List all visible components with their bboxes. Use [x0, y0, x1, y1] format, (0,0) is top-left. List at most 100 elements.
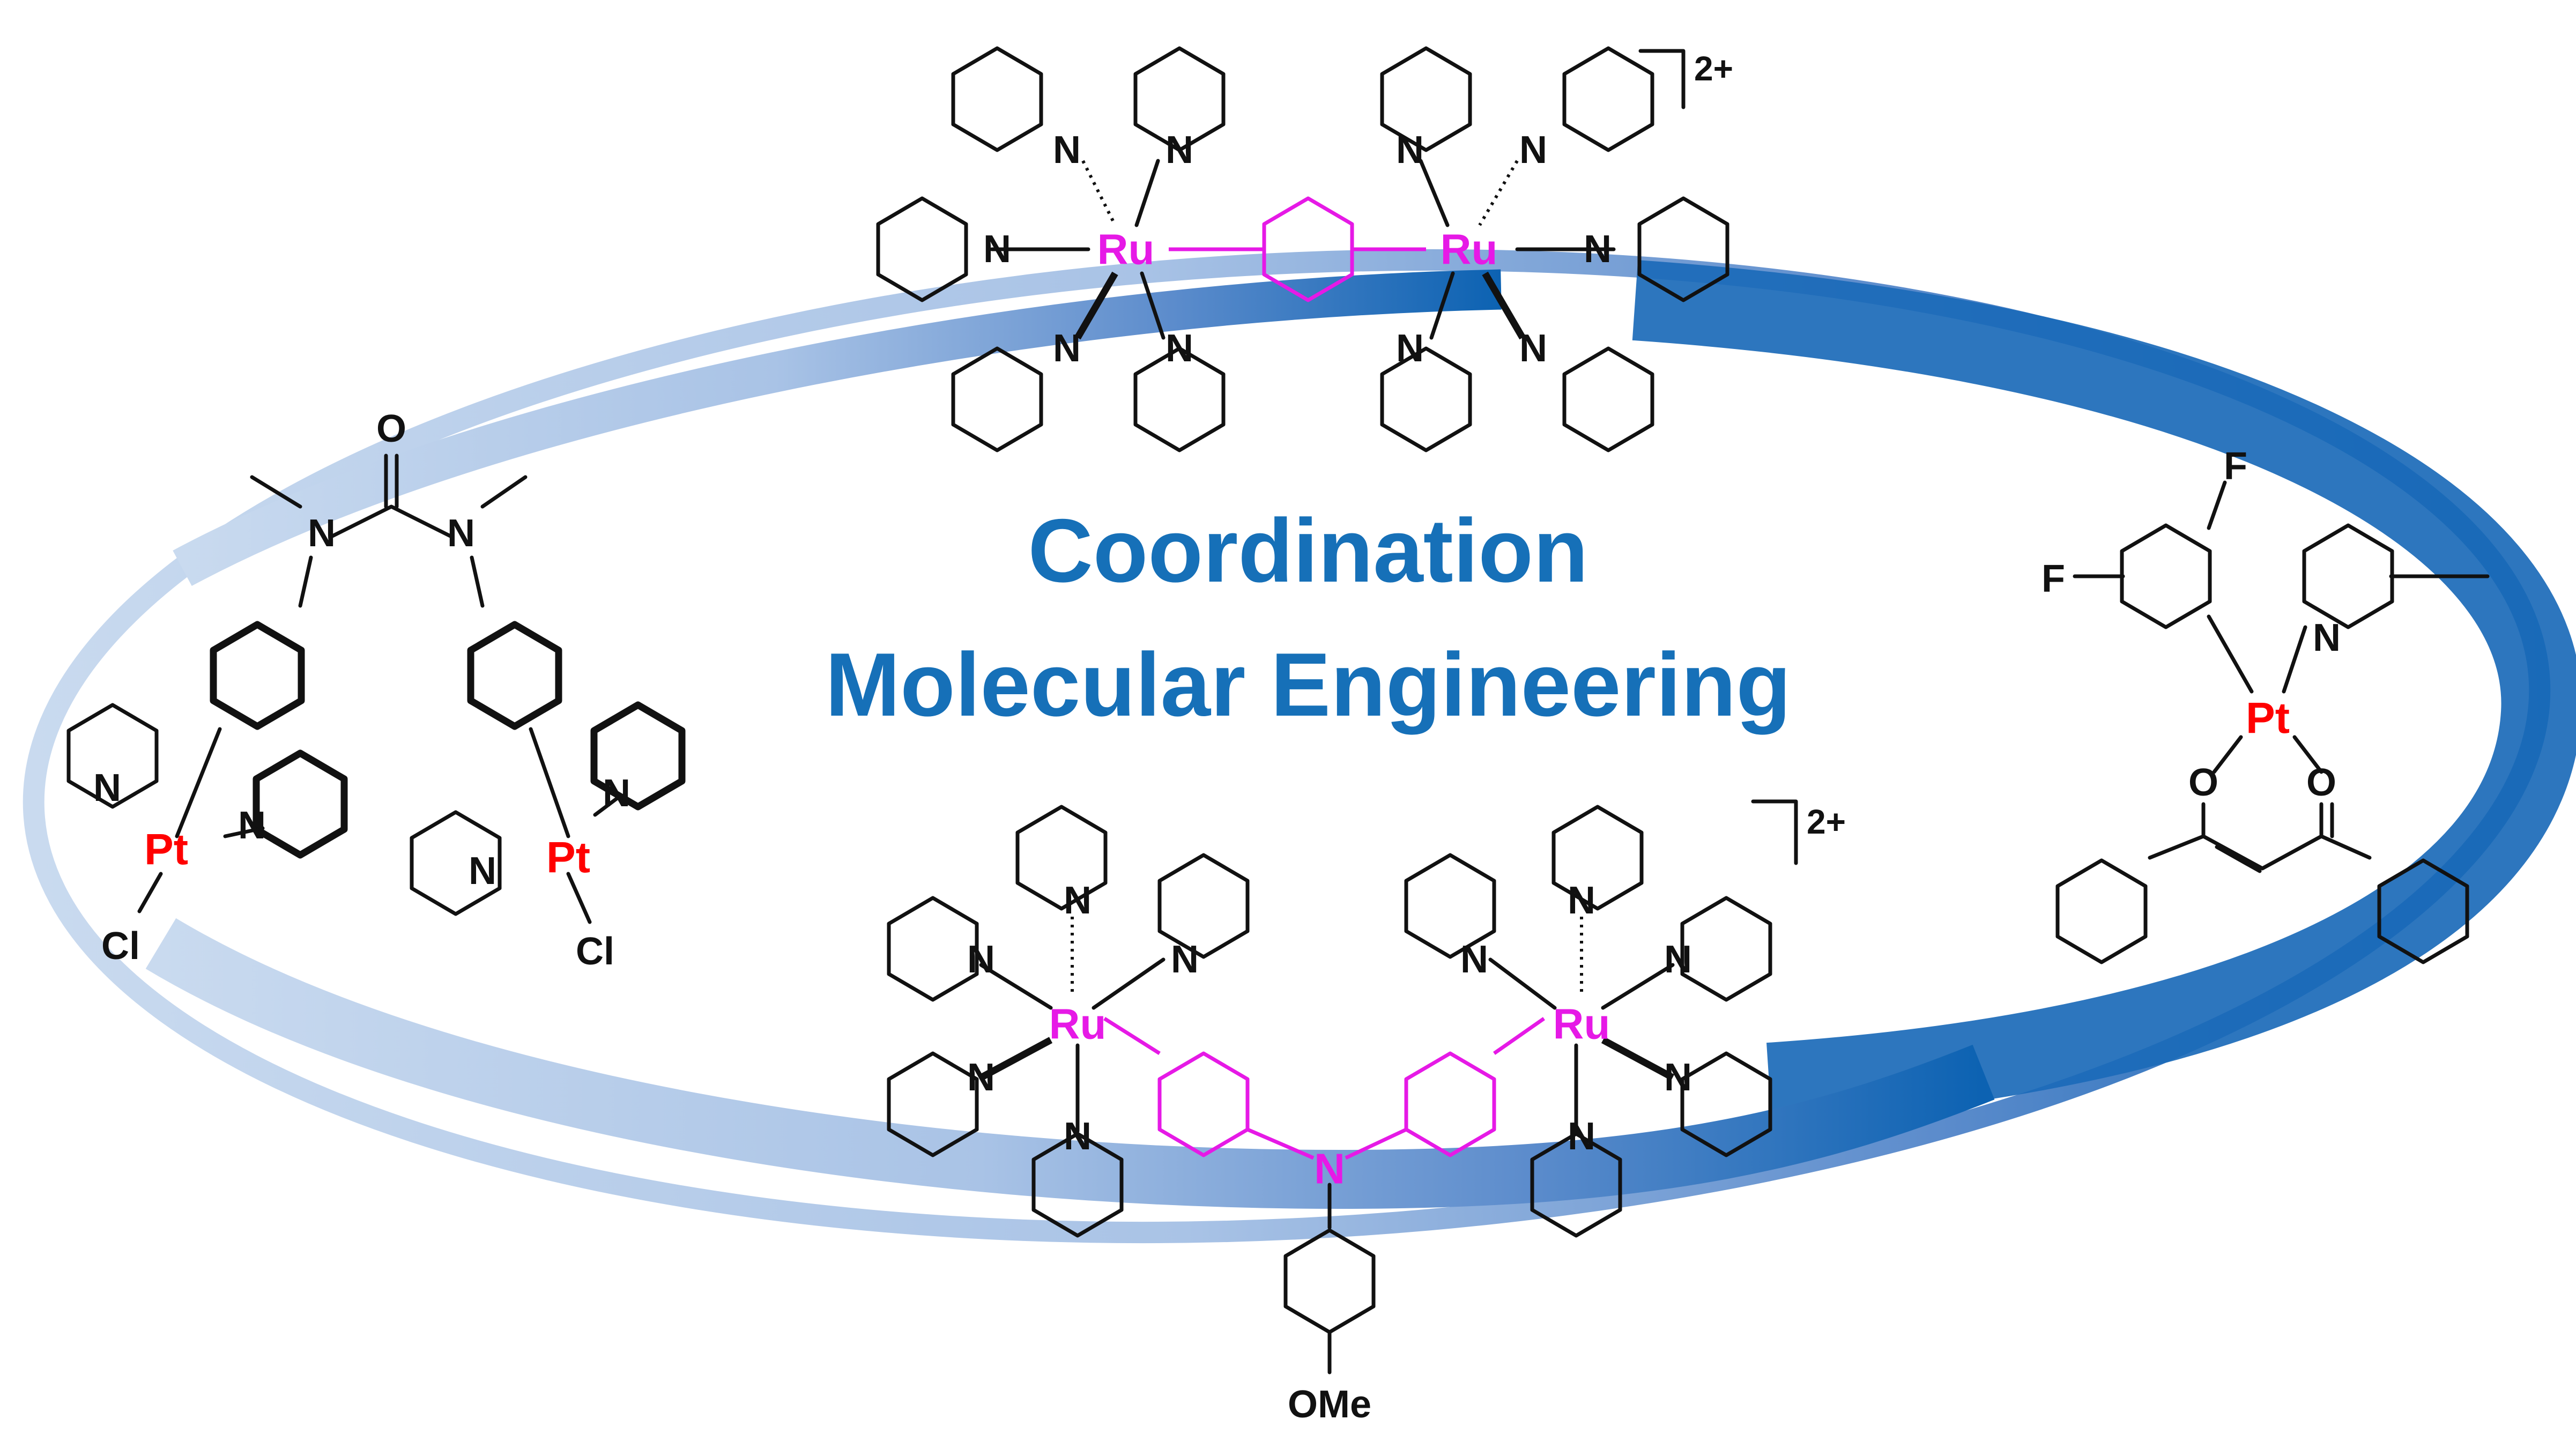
- charge-label: 2+: [1694, 49, 1733, 88]
- amine-bond: [1246, 1127, 1315, 1160]
- n-atom-label: N: [1519, 129, 1547, 172]
- c-f-bond: [2207, 480, 2227, 530]
- pyridine-ring: [2304, 525, 2392, 627]
- n-atom-label: N: [1064, 1115, 1092, 1158]
- o-atom-label: O: [2306, 761, 2336, 804]
- phenyl-ring: [2058, 860, 2146, 962]
- ru-n-bond: [1092, 957, 1165, 1010]
- right-platinum-diketonate-complex: F F N Pt O O: [2042, 445, 2490, 962]
- n-atom-label: N: [1064, 879, 1092, 922]
- f-atom-label: F: [2042, 558, 2065, 600]
- amine-bond: [1345, 1127, 1407, 1160]
- ru-atom-label: Ru: [1553, 1000, 1610, 1048]
- n-atom-label: N: [1396, 327, 1424, 370]
- cl-atom-label: Cl: [101, 925, 140, 968]
- n-atom-label: N: [1053, 129, 1081, 172]
- amine-n-label: N: [1314, 1145, 1345, 1193]
- ru-n-bond: [1419, 159, 1450, 227]
- pt-o-bond: [2212, 735, 2243, 774]
- ring-thick-right: [1632, 260, 2576, 1123]
- charge-bracket: [1638, 49, 1686, 109]
- pt-c-bond: [175, 727, 222, 838]
- n-atom-label: N: [1165, 129, 1193, 172]
- ru-n-bond: [1488, 957, 1557, 1010]
- methyl-bond: [480, 475, 528, 509]
- left-diplatinum-urea-complex: O N N Pt Pt N N N N Cl Cl: [69, 407, 682, 973]
- difluorophenyl-ring: [2122, 525, 2210, 627]
- ru-n-bond: [1429, 271, 1455, 340]
- n-atom-label: N: [469, 850, 496, 893]
- aryl-ring: [471, 625, 559, 726]
- charge-label: 2+: [1807, 802, 1846, 841]
- pt-c-bond: [2207, 614, 2254, 694]
- o-atom-label: O: [2188, 761, 2218, 804]
- wedge-bond: [1601, 1037, 1675, 1081]
- n-atom-label: N: [1171, 938, 1199, 981]
- aryl-ring-left: [1160, 1053, 1248, 1155]
- aryl-ring: [213, 625, 301, 726]
- wedge-bond: [979, 1037, 1053, 1081]
- pt-o-bond: [2292, 735, 2323, 774]
- pyridine-ring: [1564, 48, 1652, 150]
- ru-n-bond: [1601, 963, 1675, 1010]
- n-atom-label: N: [1584, 228, 1612, 271]
- title-line-2: Molecular Engineering: [825, 634, 1791, 735]
- wedge-bond: [1482, 271, 1526, 340]
- hashed-bond: [1478, 160, 1519, 226]
- ru-c-bond: [1103, 1017, 1161, 1055]
- n-atom-label: N: [238, 804, 266, 847]
- n-atom-label: N: [1396, 129, 1424, 172]
- methyl-bond: [250, 475, 302, 509]
- ome-label: OMe: [1288, 1383, 1371, 1426]
- ru-atom-label: Ru: [1441, 226, 1498, 273]
- pyridine-ring: [1554, 807, 1642, 909]
- n-atom-label: N: [1664, 1056, 1692, 1099]
- pyridine-ring: [1564, 348, 1652, 450]
- pt-n-bond: [223, 826, 265, 838]
- ru-n-bond: [1140, 271, 1165, 340]
- bottom-diruthenium-complex: OMe N Ru Ru N N N N N N N N N N 2+: [889, 799, 1846, 1426]
- pyridine-ring: [889, 898, 977, 1000]
- pt-c-bond: [529, 727, 570, 838]
- n-atom-label: N: [603, 772, 630, 815]
- pyridine-ring: [1382, 348, 1470, 450]
- n-atom-label: N: [1460, 938, 1488, 981]
- ru-n-bond: [979, 963, 1053, 1010]
- aryl-bond: [298, 555, 313, 608]
- n-atom-label: N: [967, 938, 995, 981]
- pyridine-ring: [1018, 807, 1105, 909]
- diketonate-double-bond: [2215, 845, 2262, 873]
- pt-n-bond: [2282, 625, 2307, 694]
- n-atom-label: N: [1568, 1115, 1595, 1158]
- diagram-title: Coordination Molecular Engineering: [825, 500, 1791, 735]
- pt-atom-label: Pt: [144, 826, 188, 874]
- ru-atom-label: Ru: [1049, 1000, 1107, 1048]
- cl-atom-label: Cl: [576, 930, 614, 973]
- hashed-bond: [1081, 160, 1117, 226]
- aryl-bond: [470, 555, 485, 608]
- ring-bottom-band: [145, 918, 1995, 1209]
- n-atom-label: N: [447, 512, 475, 555]
- gradient-ring: [23, 249, 2576, 1244]
- pt-n-bond: [593, 797, 619, 817]
- n-atom-label: N: [983, 228, 1011, 271]
- pyridine-ring: [953, 48, 1041, 150]
- pt-atom-label: Pt: [2246, 694, 2290, 743]
- pyridine-ring: [1382, 48, 1470, 150]
- ring-top-band: [173, 269, 1502, 586]
- n-atom-label: N: [967, 1056, 995, 1099]
- charge-bracket: [1751, 799, 1798, 865]
- phenyl-bond: [2319, 834, 2372, 860]
- n-atom-label: N: [1664, 938, 1692, 981]
- title-line-1: Coordination: [1028, 500, 1588, 601]
- urea-backbone: [330, 504, 452, 538]
- n-atom-label: N: [1568, 879, 1595, 922]
- diketonate-backbone: [2201, 802, 2323, 871]
- ru-n-bond: [1134, 159, 1160, 227]
- n-atom-label: N: [2313, 616, 2341, 659]
- o-atom-label: O: [376, 407, 406, 450]
- n-atom-label: N: [93, 767, 121, 809]
- methoxyphenyl-ring: [1286, 1230, 1374, 1332]
- pt-cl-bond: [137, 872, 163, 913]
